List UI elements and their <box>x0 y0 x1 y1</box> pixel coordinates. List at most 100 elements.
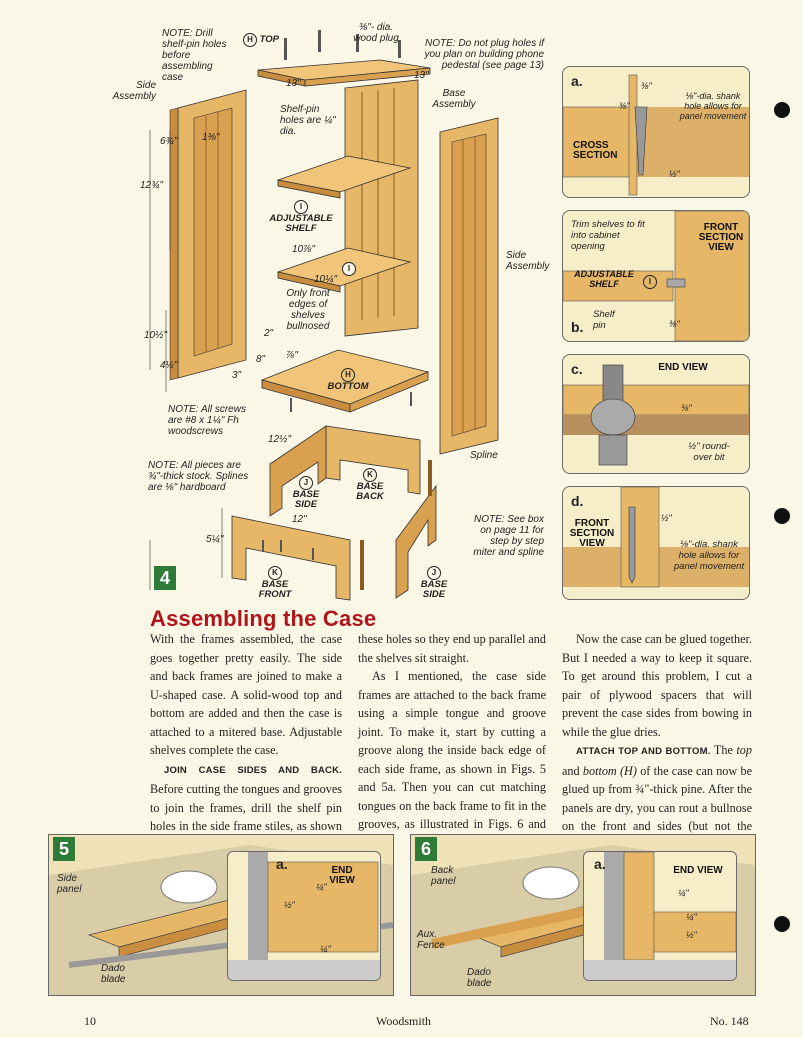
part-base-side-left-label: J BASE SIDE <box>286 476 326 510</box>
inset-d-note: ⅛"-dia. shank hole allows for panel move… <box>673 539 745 572</box>
dim-1-3-8: 1⅜" <box>202 132 220 143</box>
punch-hole-bottom <box>774 916 790 932</box>
figure-6-panel: 6 Back panel Aux. Fence Dado blade a. EN… <box>410 834 756 996</box>
figure-5-inset-a: a. END VIEW ¼" ½" ¼" <box>227 851 381 981</box>
figure-5-end-view: END VIEW <box>329 865 355 886</box>
inset-b-letter: b. <box>571 319 584 335</box>
inset-b-drawing <box>563 211 749 341</box>
inset-a-cross-section: a. ⅜" ⅜" CROSS SECTION ½" ⅛"-dia. shank … <box>562 66 750 198</box>
col1-runin: Join Case Sides and Back. <box>164 764 342 776</box>
magazine-name: Woodsmith <box>376 1014 432 1028</box>
dim-10-1-2: 10½" <box>144 330 168 341</box>
figure-6-end-view: END VIEW <box>673 865 723 876</box>
figure-6-dado-blade: Dado blade <box>467 967 492 989</box>
inset-c-note: ½" round-over bit <box>688 441 730 463</box>
figure-5-inset-letter: a. <box>276 856 288 872</box>
part-base-back-letter: K <box>363 468 377 482</box>
inset-a-note: ⅛"-dia. shank hole allows for panel move… <box>679 91 747 121</box>
inset-d-dim-1: ½" <box>661 513 672 523</box>
dim-2: 2" <box>264 328 274 339</box>
inset-a-dim-1: ⅜" <box>641 81 652 91</box>
punch-hole-top <box>774 102 790 118</box>
dim-4-1-2: 4½" <box>160 360 178 371</box>
label-wood-plug: ⅜"- dia. wood plug <box>353 22 399 44</box>
inset-d-front-section: d. FRONT SECTION VIEW ½" ⅛"-dia. shank h… <box>562 486 750 600</box>
inset-c-end-view: c. END VIEW ⅜" ½" round-over bit <box>562 354 750 474</box>
figure-6-number: 6 <box>415 837 437 861</box>
inset-a-label: CROSS SECTION <box>573 140 618 161</box>
article-heading: Assembling the Case <box>150 606 377 631</box>
col3-p2-top: top <box>736 743 752 757</box>
article-column-2: these holes so they end up parallel and … <box>358 630 546 852</box>
figure-5-panel: 5 Side panel Dado blade a. END VIEW ¼" ½… <box>48 834 394 996</box>
label-side-assembly-right: Side Assembly <box>506 250 550 272</box>
part-top-letter: H <box>243 33 257 47</box>
part-bottom-name: BOTTOM <box>327 381 369 392</box>
issue-number: No. 148 <box>710 1014 749 1028</box>
dim-top-depth: 13" <box>414 70 429 81</box>
note-do-not-plug: NOTE: Do not plug holes if you plan on b… <box>424 38 544 71</box>
part-adjustable-shelf-letter: I <box>294 200 308 214</box>
part-adjustable-shelf-label: I ADJUSTABLE SHELF <box>268 200 334 234</box>
label-spline: Spline <box>470 450 498 461</box>
col3-p2-b: and <box>562 763 583 778</box>
figure-5-dim-3: ¼" <box>320 944 331 954</box>
figure-5-dim-2: ½" <box>284 900 295 910</box>
inset-a-letter: a. <box>571 73 583 89</box>
page-number: 10 <box>84 1014 96 1028</box>
figure-5-dado-blade: Dado blade <box>101 963 126 985</box>
figure-6-inset-letter: a. <box>594 856 606 872</box>
inset-b-front-label: FRONT SECTION VIEW <box>698 222 744 253</box>
dim-10-7-8: 10⅞" <box>292 244 316 255</box>
part-base-side-right-label: J BASE SIDE <box>414 566 454 600</box>
part-base-side-left-letter: J <box>299 476 313 490</box>
col2-paragraph-2: As I mentioned, the case side frames are… <box>358 669 546 850</box>
inset-d-letter: d. <box>571 493 584 509</box>
inset-d-drawing <box>563 487 749 588</box>
figure-5-inset-drawing <box>228 852 380 980</box>
dim-12-1-2: 12½" <box>268 434 292 445</box>
inset-b-trim: Trim shelves to fit into cabinet opening <box>571 219 645 252</box>
figure-4-exploded-view <box>149 30 499 601</box>
inset-c-dim-1: ⅜" <box>681 403 692 413</box>
label-base-assembly: Base Assembly <box>432 88 476 110</box>
label-shelf-pin-holes: Shelf-pin holes are ¼" dia. <box>280 104 336 137</box>
part-base-side-right-name: BASE SIDE <box>420 579 448 600</box>
inset-b-dim-1: ⅜" <box>669 319 680 329</box>
part-base-side-right-letter: J <box>427 566 441 580</box>
figure-5-dim-1: ¼" <box>316 882 327 892</box>
figure-4-number: 4 <box>154 566 176 590</box>
dim-6-3-4: 6¾" <box>160 136 178 147</box>
inset-a-drawing <box>563 74 749 196</box>
col3-runin: Attach Top and Bottom. <box>576 746 711 757</box>
note-stock: NOTE: All pieces are ¾"-thick stock. Spl… <box>148 460 249 493</box>
col2-paragraph-1: these holes so they end up parallel and … <box>358 632 546 665</box>
inset-b-pin: Shelf pin <box>593 309 615 331</box>
part-adjustable-shelf-name: ADJUSTABLE SHELF <box>269 213 333 234</box>
part-top-label: H TOP <box>243 33 279 47</box>
punch-hole-middle <box>774 508 790 524</box>
part-base-back-name: BASE BACK <box>356 481 384 502</box>
figure-6-aux-fence: Aux. Fence <box>417 929 445 951</box>
part-bottom-letter: H <box>341 368 355 382</box>
figure-6-dim-1: ¼" <box>678 888 689 898</box>
inset-b-shelf: ADJUSTABLE SHELF <box>574 269 634 289</box>
col3-p2-a: The <box>710 743 737 757</box>
part-base-back-label: K BASE BACK <box>350 468 390 502</box>
figure-5-number: 5 <box>53 837 75 861</box>
part-base-front-letter: K <box>268 566 282 580</box>
part-base-front-name: BASE FRONT <box>258 579 292 600</box>
col3-paragraph-1: Now the case can be glued together. But … <box>562 632 752 739</box>
label-side-assembly-left: Side Assembly <box>112 80 156 102</box>
inset-c-letter: c. <box>571 361 583 377</box>
dim-7-8: ⅞" <box>286 350 298 361</box>
dim-8: 8" <box>256 354 266 365</box>
label-only-front-edges: Only front edges of shelves bullnosed <box>286 288 330 332</box>
col1-paragraph-1: With the frames assembled, the case goes… <box>150 632 342 757</box>
inset-a-dim-2: ⅜" <box>619 101 630 111</box>
inset-c-label: END VIEW <box>658 362 708 373</box>
dim-5-1-4: 5¼" <box>206 534 224 545</box>
inset-c-drawing <box>563 364 749 466</box>
inset-a-dim-3: ½" <box>669 169 680 179</box>
note-screws: NOTE: All screws are #8 x 1¼" Fh woodscr… <box>168 404 246 437</box>
